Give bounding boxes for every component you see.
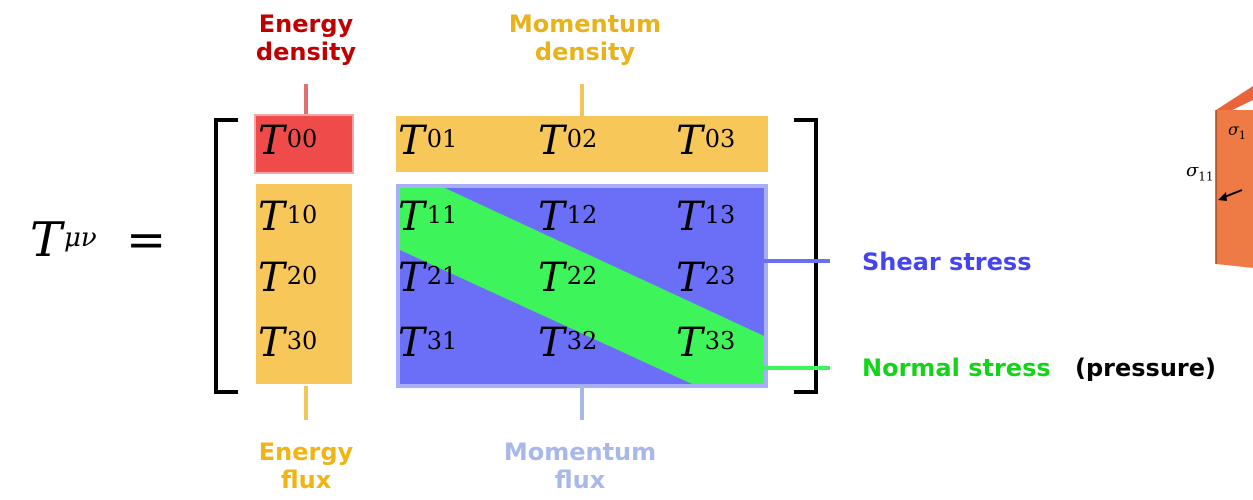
- matrix-cell-T02: T02: [538, 118, 597, 164]
- matrix-cell-symbol: T: [676, 194, 703, 240]
- lhs-expression: Tμν =: [30, 212, 166, 268]
- matrix-cell-T22: T22: [538, 255, 597, 301]
- matrix-cell-index: 30: [286, 327, 318, 355]
- matrix-cell-T12: T12: [538, 194, 597, 240]
- equals-sign: =: [125, 212, 167, 268]
- lhs-indices: μν: [64, 223, 97, 253]
- energy-density-label-line2: density: [255, 38, 357, 66]
- shear-stress-label: Shear stress: [862, 248, 1032, 276]
- matrix-cell-T21: T21: [398, 255, 457, 301]
- matrix-cell-index: 11: [426, 201, 458, 229]
- momentum-flux-label: Momentum flux: [495, 438, 665, 494]
- matrix-cell-index: 20: [286, 262, 318, 290]
- matrix-cell-T30: T30: [258, 320, 317, 366]
- normal-stress-diagonal: [400, 188, 764, 384]
- sigma-11-symbol: σ: [1186, 160, 1199, 181]
- matrix-cell-T23: T23: [676, 255, 735, 301]
- sigma-11-label: σ11: [1186, 160, 1214, 184]
- momentum-flux-label-line2: flux: [554, 466, 606, 494]
- diagonal-band: [400, 188, 764, 384]
- matrix-cell-symbol: T: [538, 118, 565, 164]
- matrix-cell-index: 22: [566, 262, 598, 290]
- sigma11-arrowhead: [1218, 192, 1227, 201]
- normal-stress-connector: [760, 366, 830, 370]
- matrix-cell-T20: T20: [258, 255, 317, 301]
- matrix-cell-symbol: T: [258, 255, 285, 301]
- matrix-cell-index: 10: [286, 201, 318, 229]
- matrix-cell-symbol: T: [258, 194, 285, 240]
- matrix-cell-T32: T32: [538, 320, 597, 366]
- matrix-cell-symbol: T: [258, 118, 285, 164]
- right-bracket: [794, 118, 818, 394]
- matrix-cell-index: 33: [704, 327, 736, 355]
- energy-density-label: Energy density: [246, 10, 366, 66]
- matrix-cell-symbol: T: [538, 320, 565, 366]
- matrix-cell-T01: T01: [398, 118, 457, 164]
- matrix-cell-T33: T33: [676, 320, 735, 366]
- energy-flux-connector: [304, 386, 308, 420]
- matrix-cell-symbol: T: [398, 255, 425, 301]
- momentum-flux-label-line1: Momentum: [503, 438, 657, 466]
- left-bracket: [214, 118, 238, 394]
- momentum-density-label-line2: density: [534, 38, 636, 66]
- energy-flux-label: Energy flux: [246, 438, 366, 494]
- matrix-cell-symbol: T: [676, 255, 703, 301]
- matrix-cell-symbol: T: [398, 118, 425, 164]
- matrix-cell-T11: T11: [398, 194, 457, 240]
- matrix-cell-index: 02: [566, 125, 598, 153]
- matrix-cell-index: 12: [566, 201, 598, 229]
- matrix-cell-symbol: T: [676, 320, 703, 366]
- pressure-label: (pressure): [1075, 354, 1216, 382]
- matrix-cell-index: 32: [566, 327, 598, 355]
- momentum-flux-connector: [580, 386, 584, 420]
- normal-stress-label: Normal stress: [862, 354, 1051, 382]
- stress-cube-illustration: [1215, 86, 1253, 268]
- matrix-cell-T13: T13: [676, 194, 735, 240]
- energy-density-label-line1: Energy: [258, 10, 354, 38]
- sigma-1-subscript: 1: [1238, 129, 1246, 143]
- matrix-cell-symbol: T: [676, 118, 703, 164]
- momentum-density-label: Momentum density: [500, 10, 670, 66]
- matrix-cell-symbol: T: [538, 255, 565, 301]
- momentum-density-label-line1: Momentum: [508, 10, 662, 38]
- sigma-1-symbol: σ: [1228, 120, 1239, 139]
- matrix-cell-T00: T00: [258, 118, 317, 164]
- energy-density-cell: [254, 114, 354, 174]
- cube-front-face: [1216, 110, 1253, 268]
- shear-stress-connector: [760, 259, 830, 263]
- matrix-cell-index: 03: [704, 125, 736, 153]
- lhs-symbol: T: [30, 212, 63, 268]
- energy-flux-label-line2: flux: [280, 466, 332, 494]
- energy-density-connector: [304, 84, 308, 116]
- sigma-1-label: σ1: [1228, 120, 1246, 142]
- energy-flux-band: [256, 184, 352, 384]
- matrix-cell-index: 01: [426, 125, 458, 153]
- matrix-cell-index: 00: [286, 125, 318, 153]
- matrix-cell-T10: T10: [258, 194, 317, 240]
- matrix-cell-symbol: T: [398, 320, 425, 366]
- matrix-cell-T03: T03: [676, 118, 735, 164]
- matrix-cell-index: 23: [704, 262, 736, 290]
- momentum-density-band: [396, 116, 768, 172]
- sigma-11-subscript: 11: [1198, 169, 1214, 184]
- matrix-cell-symbol: T: [258, 320, 285, 366]
- matrix-cell-index: 21: [426, 262, 458, 290]
- matrix-cell-symbol: T: [538, 194, 565, 240]
- cube-top-face: [1216, 86, 1253, 116]
- energy-flux-label-line1: Energy: [258, 438, 354, 466]
- matrix-cell-index: 13: [704, 201, 736, 229]
- matrix-cell-T31: T31: [398, 320, 457, 366]
- momentum-density-connector: [580, 84, 584, 116]
- matrix-cell-symbol: T: [398, 194, 425, 240]
- matrix-cell-index: 31: [426, 327, 458, 355]
